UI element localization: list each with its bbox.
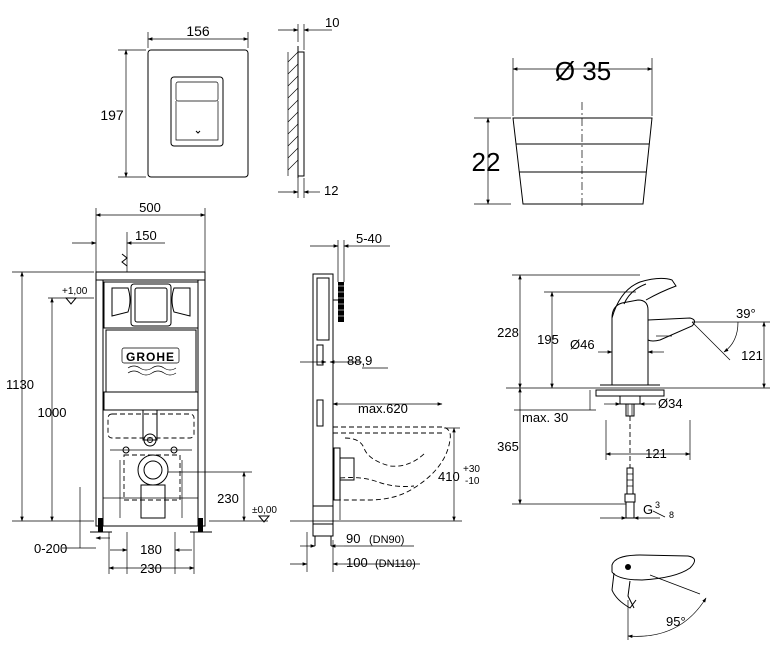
drain-dn90-note: (DN90): [369, 534, 404, 546]
drain-dn110-note: (DN110): [375, 558, 416, 570]
brand-logo: GROHE: [126, 350, 175, 364]
flush-plate-front-view: 156 197: [100, 23, 249, 178]
drain-dn90-label: 90: [346, 531, 360, 546]
pipe-label: 88,9: [347, 353, 372, 368]
max-counter-label: max. 30: [522, 410, 568, 425]
rosette-diameter-label: Ø 35: [555, 56, 611, 86]
drain-height-label: 230: [217, 491, 239, 506]
flush-plate-thickness-top: 10: [325, 15, 339, 30]
spout-angle-label: 39°: [736, 306, 756, 321]
frame-width-label: 500: [139, 200, 161, 215]
level-top-label: +1,00: [62, 286, 88, 297]
foot-outer-label: 230: [140, 561, 162, 576]
seat-tolerance-plus: +30: [463, 464, 480, 475]
rosette-view: Ø 35 22: [472, 56, 653, 208]
faucet-total-height-label: 228: [497, 325, 519, 340]
connection-label: G: [643, 502, 653, 517]
flush-plate-width-label: 156: [186, 23, 210, 39]
connection-numerator: 3: [655, 500, 660, 510]
connection-denominator: 8: [669, 510, 674, 520]
faucet-top-view: 95°: [611, 554, 707, 640]
rosette-height-label: 22: [472, 147, 501, 177]
seat-height-label: 410: [438, 469, 460, 484]
frame-front-view: 500 150 GROHE: [6, 200, 277, 576]
wall-range-label: 5-40: [356, 231, 382, 246]
body-diameter-label: Ø46: [570, 337, 595, 352]
flush-plate-thickness-bottom: 12: [324, 183, 338, 198]
drain-dn110-label: 100: [346, 555, 368, 570]
lever-angle-label: 95°: [666, 614, 686, 629]
frame-height-to-level-label: 1000: [38, 405, 67, 420]
level-zero-label: ±0,00: [252, 505, 277, 516]
frame-side-view: 5-40 88,9 max.620: [290, 231, 480, 572]
seat-tolerance-minus: -10: [465, 476, 480, 487]
frame-total-height-label: 1130: [6, 377, 34, 392]
faucet-spout-height-label: 195: [537, 332, 559, 347]
flush-plate-height-label: 197: [100, 107, 124, 123]
max-projection-label: max.620: [358, 401, 408, 416]
hose-offset-label: 121: [645, 446, 667, 461]
flush-plate-side-view: 10 12: [278, 15, 339, 198]
foot-inner-label: 180: [140, 542, 162, 557]
thread-diameter-label: Ø34: [658, 396, 683, 411]
frame-offset-label: 150: [135, 228, 157, 243]
foot-range-label: 0-200: [34, 541, 67, 556]
hose-length-label: 365: [497, 439, 519, 454]
faucet-side-view: 228 195 39° 121 Ø46 Ø34 max. 30 365 121: [497, 274, 770, 520]
spout-reach-label: 121: [741, 348, 763, 363]
